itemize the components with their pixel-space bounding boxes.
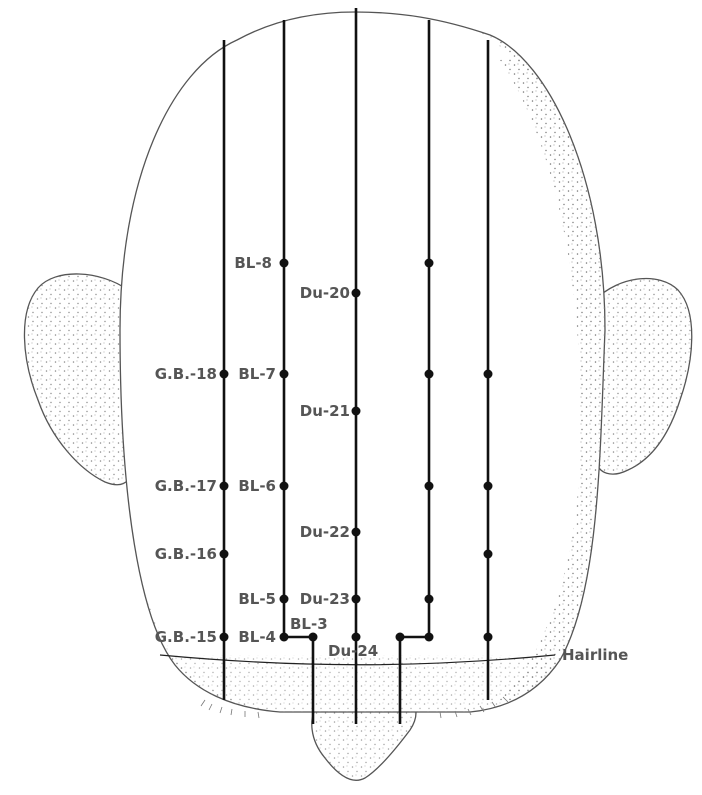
point-bl3-right xyxy=(396,633,405,642)
label-du23: Du-23 xyxy=(300,590,350,608)
point-bl8 xyxy=(280,259,289,268)
label-du24: Du-24 xyxy=(328,642,378,660)
point-bl8-right xyxy=(425,259,434,268)
point-gb18 xyxy=(220,370,229,379)
label-gb15: G.B.-15 xyxy=(155,628,217,646)
left-ear xyxy=(24,274,132,485)
point-gb18-right xyxy=(484,370,493,379)
point-gb15 xyxy=(220,633,229,642)
point-bl6-right xyxy=(425,482,434,491)
label-du21: Du-21 xyxy=(300,402,350,420)
point-du20 xyxy=(352,289,361,298)
label-gb16: G.B.-16 xyxy=(155,545,217,563)
label-du22: Du-22 xyxy=(300,523,350,541)
label-bl8: BL-8 xyxy=(234,254,272,272)
point-bl7-right xyxy=(425,370,434,379)
point-gb17-right xyxy=(484,482,493,491)
label-bl6: BL-6 xyxy=(238,477,276,495)
label-bl5: BL-5 xyxy=(238,590,276,608)
point-gb16 xyxy=(220,550,229,559)
point-bl6 xyxy=(280,482,289,491)
point-du23 xyxy=(352,595,361,604)
point-du24 xyxy=(352,633,361,642)
right-ear xyxy=(595,279,692,475)
point-bl4-right xyxy=(425,633,434,642)
label-bl3: BL-3 xyxy=(290,615,328,633)
point-gb17 xyxy=(220,482,229,491)
point-bl4 xyxy=(280,633,289,642)
label-hairline: Hairline xyxy=(562,646,628,664)
point-bl5 xyxy=(280,595,289,604)
point-du21 xyxy=(352,407,361,416)
label-bl7: BL-7 xyxy=(238,365,276,383)
point-du22 xyxy=(352,528,361,537)
point-bl5-right xyxy=(425,595,434,604)
point-gb15-right xyxy=(484,633,493,642)
point-bl3 xyxy=(309,633,318,642)
label-gb18: G.B.-18 xyxy=(155,365,217,383)
point-bl7 xyxy=(280,370,289,379)
label-bl4: BL-4 xyxy=(238,628,276,646)
label-du20: Du-20 xyxy=(300,284,350,302)
point-gb16-right xyxy=(484,550,493,559)
label-gb17: G.B.-17 xyxy=(155,477,217,495)
